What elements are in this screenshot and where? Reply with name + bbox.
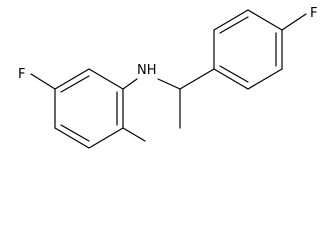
- bond: [88, 127, 124, 149]
- left-fluoro-bond: [30, 73, 56, 90]
- amine-label: NH: [137, 63, 157, 78]
- bond: [247, 68, 283, 90]
- molecule-diagram: F NH F: [18, 6, 317, 149]
- amine-bond-right: [157, 78, 181, 90]
- left-benzene-ring: [54, 68, 124, 149]
- bond: [213, 9, 249, 31]
- bond: [88, 68, 124, 90]
- aromatic-inner-bond: [60, 75, 90, 93]
- bond: [54, 68, 90, 90]
- bond: [247, 9, 283, 31]
- aryl-link-bond: [179, 68, 215, 90]
- amine-bond-left: [122, 78, 138, 90]
- methyl-bond: [122, 127, 146, 142]
- right-fluoro-bond: [281, 13, 307, 31]
- aromatic-inner-bond: [60, 124, 90, 142]
- right-benzene-ring: [213, 9, 283, 90]
- bond: [54, 127, 90, 149]
- aromatic-inner-bond: [219, 16, 249, 34]
- left-fluoro-label: F: [18, 67, 25, 82]
- aromatic-inner-bond: [219, 65, 249, 83]
- right-fluoro-label: F: [310, 6, 317, 21]
- bond: [213, 68, 249, 90]
- structure-canvas: F NH F: [18, 6, 318, 149]
